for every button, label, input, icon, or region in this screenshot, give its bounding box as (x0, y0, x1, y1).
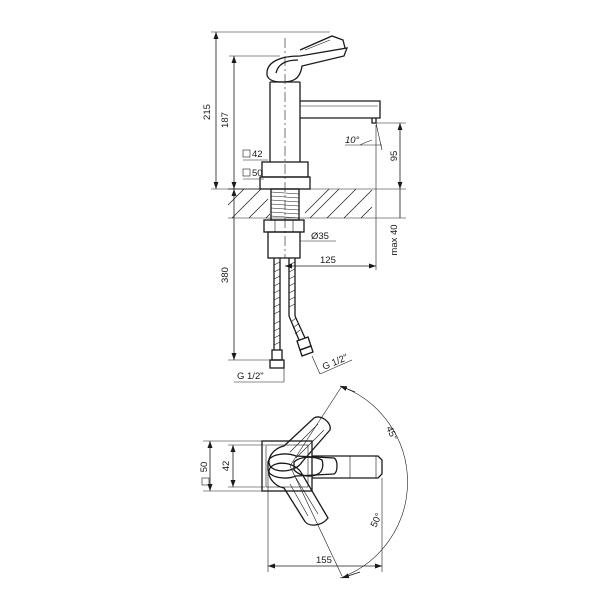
dim-380 (228, 188, 272, 361)
dim-125 (285, 125, 377, 270)
plan-lever-45 (268, 416, 331, 472)
dim-95-label: 95 (389, 151, 400, 162)
plan-dim-50-label: 50 (199, 462, 210, 473)
plan-view: 50 42 (199, 385, 408, 579)
plan-dim-42-label: 42 (221, 461, 232, 472)
thread-right-label: G 1/2" (321, 352, 350, 373)
dim-380-label: 380 (220, 267, 231, 283)
square-50-label: 50 (252, 168, 263, 179)
square-42-label: 42 (252, 149, 263, 160)
plan-dim-155 (267, 470, 383, 572)
thread-left-callout (234, 368, 285, 383)
dim-187 (229, 55, 280, 189)
dim-125-label: 125 (320, 255, 336, 266)
square-42-callout (242, 149, 268, 161)
diameter-35-label: Ø35 (311, 231, 329, 242)
dim-187-label: 187 (220, 112, 231, 128)
plan-base-square (261, 440, 313, 492)
mounting-nut (263, 219, 305, 259)
angle-10-label: 10° (345, 135, 360, 146)
spout (300, 100, 381, 124)
square-50-callout (242, 168, 264, 180)
countertop-section (227, 188, 373, 219)
side-view: 215 187 42 50 95 max 40 (202, 31, 406, 383)
lever-handle (266, 35, 349, 83)
swing-arc (339, 385, 408, 579)
plan-spout (312, 455, 383, 479)
dim-max-40-label: max 40 (389, 224, 400, 255)
dim-215-label: 215 (202, 104, 213, 120)
plan-dim-155-label: 155 (316, 555, 332, 566)
thread-right-callout (311, 355, 353, 375)
supply-hoses (269, 258, 314, 369)
dim-max-40 (372, 189, 406, 219)
angle-50-label: 50° (369, 511, 385, 529)
angle-45-label: 45° (383, 425, 399, 443)
thread-left-label: G 1/2" (237, 371, 264, 382)
plan-lever-50 (268, 462, 329, 526)
plan-square-icon (201, 477, 210, 486)
